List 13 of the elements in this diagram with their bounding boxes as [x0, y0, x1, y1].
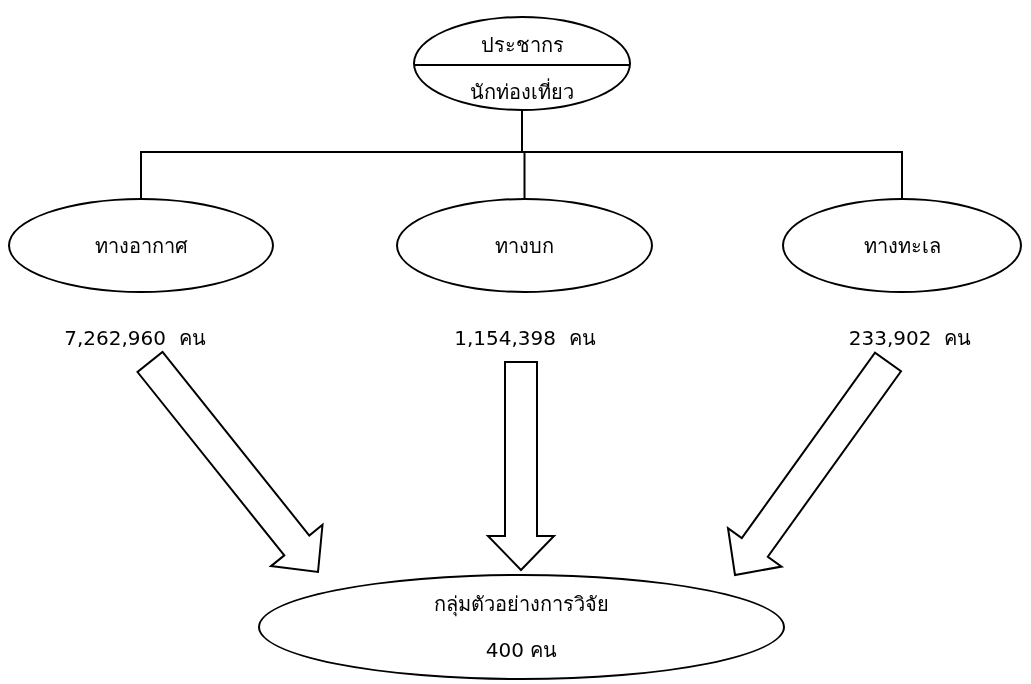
count-label: 233,902 คน [847, 325, 973, 352]
node-label: ทางบก [495, 232, 554, 260]
node-label: 400 คน [485, 637, 558, 664]
count-label: 7,262,960 คน [63, 325, 207, 352]
node-label: ประชากร [479, 31, 565, 59]
block-arrow [726, 351, 903, 577]
count-label: 1,154,398 คน [453, 325, 597, 352]
block-arrow [485, 361, 557, 572]
node-label: ทางทะเล [863, 232, 941, 260]
node-label: ทางอากาศ [94, 232, 188, 260]
block-arrow [136, 350, 324, 574]
node-label: นักท่องเที่ยว [469, 77, 575, 107]
node-label: กลุ่มตัวอย่างการวิจัย [434, 591, 609, 619]
